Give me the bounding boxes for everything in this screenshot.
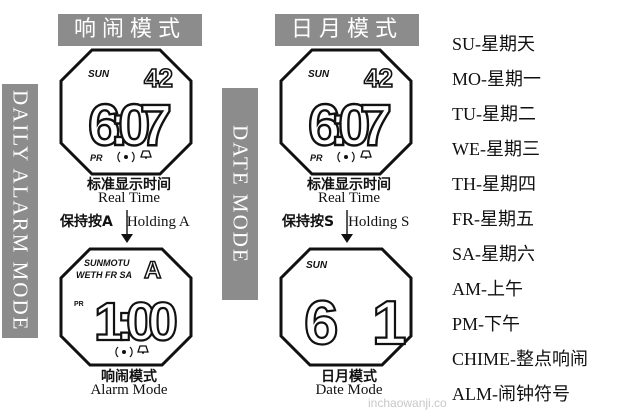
- legend-item-mo: MO-星期一: [452, 69, 541, 90]
- real-time-caption-cn: 标准显示时间: [87, 177, 171, 193]
- watch-octagon-frame: [279, 247, 413, 367]
- date-mode-header: 日月模式: [275, 14, 419, 46]
- date-mode-caption-cn: 日月模式: [321, 369, 377, 385]
- month-display: 6: [304, 289, 338, 358]
- watch-octagon-frame: [279, 48, 413, 176]
- day-indicator: SUN: [88, 69, 110, 80]
- legend-item-we: WE-星期三: [452, 139, 540, 160]
- pm-indicator: PR: [310, 153, 323, 163]
- seconds-display: 42: [364, 63, 393, 93]
- alarm-mode-header: 响闹模式: [58, 14, 202, 46]
- legend-item-chime: CHIME-整点响闹: [452, 349, 588, 370]
- alarm-bell-icon: [360, 150, 372, 159]
- watch-octagon-frame: [59, 247, 193, 367]
- seconds-display: 42: [144, 63, 173, 93]
- legend-item-pm: PM-下午: [452, 314, 521, 335]
- alarm-mode-caption-en: Alarm Mode: [90, 382, 168, 398]
- date-mode-label: DATE MODE: [222, 88, 258, 300]
- chime-icon: [337, 151, 355, 163]
- real-time-caption-cn-right: 标准显示时间: [307, 177, 391, 193]
- day-indicator: SUN: [308, 69, 330, 80]
- alarm-watch-face: SUNMOTU WETH FR SA A PR 1:00: [59, 247, 193, 367]
- alarm-time-display: 1:00: [94, 292, 178, 352]
- watch-octagon-frame: [59, 48, 193, 176]
- legend-item-tu: TU-星期二: [452, 104, 536, 125]
- legend-item-fr: FR-星期五: [452, 209, 535, 230]
- date-watch-face: SUN 6 1: [279, 247, 413, 367]
- arrow-down-icon: [341, 210, 353, 243]
- realtime-watch-face: SUN 42 6:07 PR: [59, 48, 193, 176]
- alarm-bell-icon: [140, 150, 152, 159]
- real-time-caption-en-right: Real Time: [317, 190, 381, 206]
- legend-item-alm: ALM-闹钟符号: [452, 384, 570, 405]
- legend-item-su: SU-星期天: [452, 34, 536, 55]
- watermark: inchaowanji.co: [368, 396, 447, 410]
- real-time-caption-en: Real Time: [97, 190, 161, 206]
- legend-item-sa: SA-星期六: [452, 244, 536, 265]
- time-display: 6:07: [308, 93, 392, 158]
- arrow-down-icon: [121, 210, 133, 243]
- alarm-marker: A: [144, 257, 161, 284]
- legend-item-th: TH-星期四: [452, 174, 536, 195]
- date-day-indicator: SUN: [306, 260, 328, 271]
- date-mode-caption-en: Date Mode: [315, 382, 383, 398]
- date-display: 1: [372, 289, 406, 358]
- realtime-watch-face-date-column: SUN 42 6:07 PR: [279, 48, 413, 176]
- alarm-bell-icon: [137, 345, 149, 354]
- pm-indicator: PR: [90, 153, 103, 163]
- chime-icon: [117, 151, 135, 163]
- chime-icon: [115, 346, 133, 358]
- alarm-days-top: SUNMOTU: [84, 258, 130, 268]
- alarm-mode-caption-cn: 响闹模式: [101, 369, 157, 385]
- daily-alarm-mode-label: DAILY ALARM MODE: [2, 84, 38, 338]
- legend-item-am: AM-上午: [452, 279, 523, 300]
- alarm-pm-indicator: PR: [74, 301, 84, 308]
- alarm-days-bottom: WETH FR SA: [76, 270, 132, 280]
- time-display: 6:07: [88, 93, 172, 158]
